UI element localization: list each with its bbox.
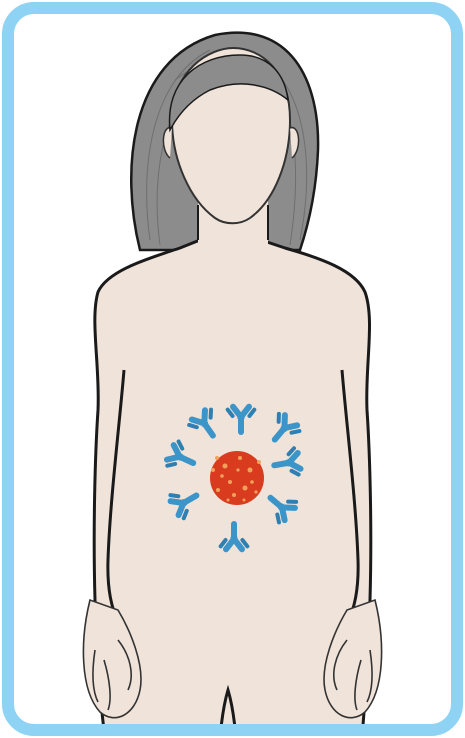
tumor-cell-icon <box>210 451 264 505</box>
